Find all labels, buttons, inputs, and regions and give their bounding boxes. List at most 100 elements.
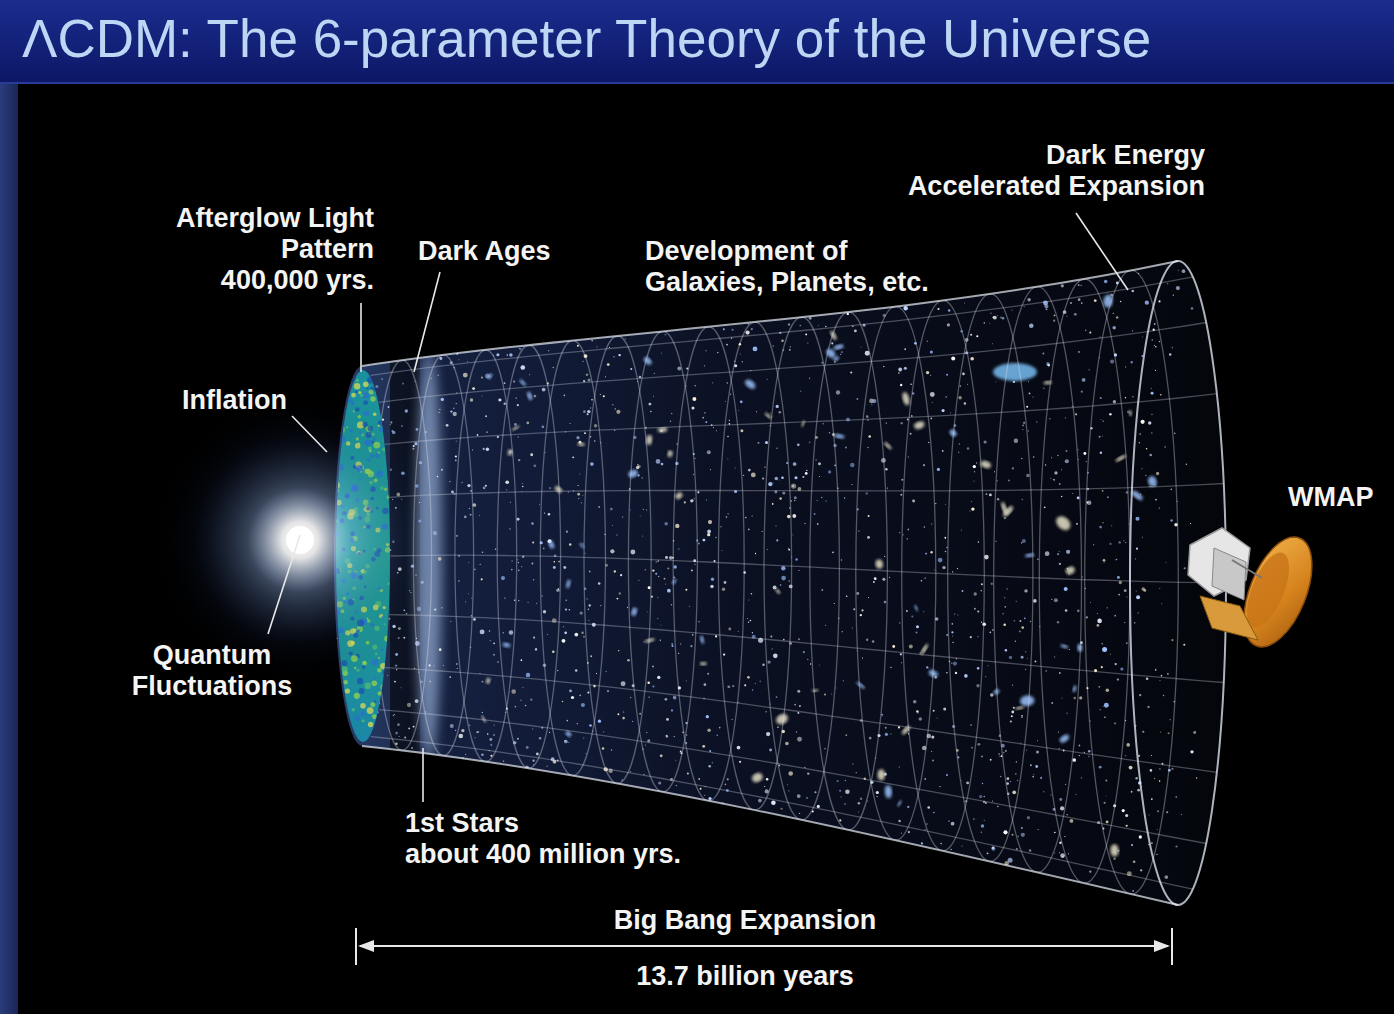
star: [951, 357, 955, 361]
star: [675, 760, 676, 761]
cmb-speckle: [351, 393, 356, 398]
star: [737, 746, 741, 750]
star: [675, 524, 679, 528]
star: [752, 515, 753, 516]
callout-label: Inflation: [182, 385, 287, 416]
star: [1151, 392, 1154, 395]
star: [930, 392, 935, 397]
star: [797, 443, 800, 446]
star: [1097, 619, 1102, 624]
star: [1164, 875, 1168, 879]
star: [394, 681, 396, 683]
star: [1008, 858, 1013, 863]
star: [804, 523, 805, 524]
star: [616, 598, 618, 600]
star: [772, 503, 774, 505]
star: [729, 420, 730, 421]
star: [477, 434, 479, 436]
star: [1104, 280, 1108, 284]
star: [494, 725, 495, 726]
star: [836, 390, 840, 394]
star: [1087, 500, 1091, 504]
star: [613, 356, 615, 358]
galaxy: [1110, 844, 1119, 857]
cmb-speckle: [376, 390, 378, 392]
star: [966, 781, 969, 784]
star: [396, 669, 397, 670]
star: [652, 569, 654, 571]
galaxy: [833, 343, 844, 350]
star: [511, 569, 513, 571]
star: [901, 833, 902, 834]
star: [1151, 798, 1153, 800]
star: [798, 570, 799, 571]
leader-line: [292, 416, 327, 452]
star: [694, 458, 695, 459]
star: [664, 578, 666, 580]
star: [1139, 835, 1142, 838]
star: [569, 543, 571, 545]
star: [908, 831, 910, 833]
star: [567, 720, 569, 722]
star: [648, 403, 651, 406]
star: [664, 522, 668, 526]
star: [990, 759, 992, 761]
star: [772, 482, 773, 483]
star: [1064, 836, 1065, 837]
galaxy: [919, 643, 929, 656]
star: [522, 486, 524, 488]
star: [748, 622, 749, 623]
star: [692, 397, 696, 401]
star: [707, 533, 710, 536]
cmb-speckle: [354, 693, 360, 699]
star: [792, 534, 793, 535]
star: [1168, 732, 1170, 734]
star: [480, 564, 481, 565]
star: [1116, 316, 1119, 319]
star: [728, 628, 731, 631]
star: [399, 736, 400, 737]
star: [581, 703, 585, 707]
star: [1159, 768, 1160, 769]
star: [571, 696, 574, 699]
star: [673, 696, 677, 700]
star: [903, 306, 907, 310]
star: [1175, 845, 1177, 847]
star: [970, 724, 972, 726]
cmb-speckle: [363, 381, 369, 387]
star: [1004, 597, 1006, 599]
star: [776, 448, 777, 449]
star: [779, 411, 782, 414]
star: [745, 330, 749, 334]
star: [1193, 731, 1196, 734]
star: [969, 510, 970, 511]
star: [809, 378, 810, 379]
cmb-speckle: [372, 680, 378, 686]
star: [775, 477, 779, 481]
galaxy: [913, 420, 926, 430]
star: [1142, 537, 1143, 538]
star: [665, 334, 666, 335]
star: [971, 501, 972, 502]
star: [1171, 768, 1173, 770]
star: [607, 690, 609, 692]
star: [1051, 702, 1053, 704]
star: [788, 790, 789, 791]
star: [658, 576, 660, 578]
star: [767, 660, 770, 663]
star: [690, 645, 692, 647]
star: [394, 714, 395, 715]
star: [665, 584, 666, 585]
star: [852, 628, 853, 629]
star: [903, 534, 904, 535]
star: [707, 728, 710, 731]
star: [845, 780, 846, 781]
star: [533, 579, 534, 580]
star: [1045, 464, 1046, 465]
star: [900, 385, 901, 386]
cone-interior: [336, 269, 1226, 894]
star: [605, 376, 606, 377]
star: [482, 681, 484, 683]
star: [1151, 414, 1152, 415]
star: [776, 405, 779, 408]
